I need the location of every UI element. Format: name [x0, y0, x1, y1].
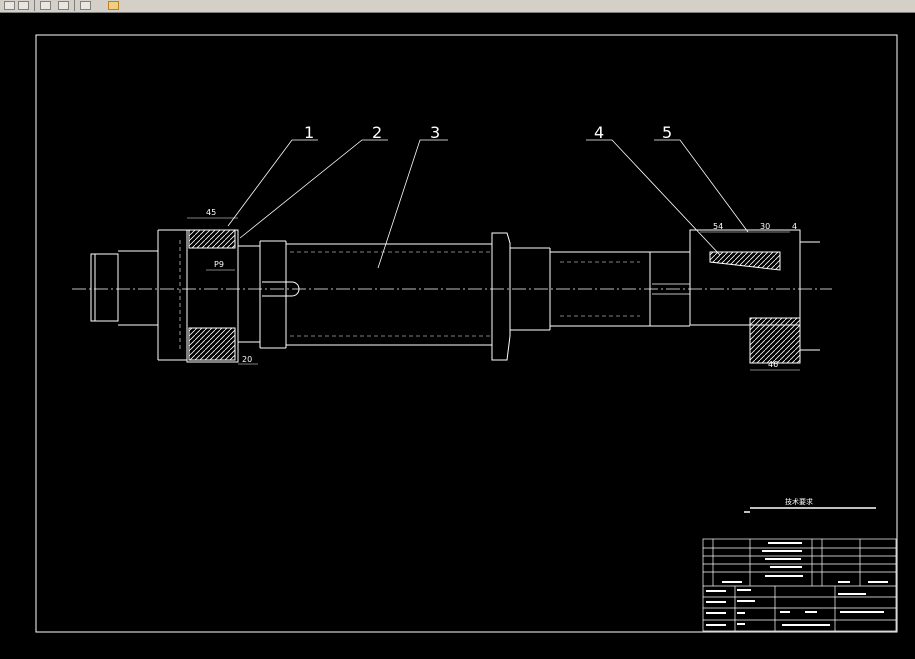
drawing-frame	[35, 34, 898, 633]
toolbar-separator	[74, 0, 75, 11]
balloon-4: 4	[594, 123, 604, 142]
right-key-slot	[652, 283, 691, 295]
nut-section-bottom	[188, 327, 236, 361]
balloon-5: 5	[662, 123, 672, 142]
match-properties-icon[interactable]	[108, 1, 119, 10]
copy-icon[interactable]	[4, 1, 15, 10]
dim-p9: P9	[214, 260, 224, 269]
end-cap-section-top	[709, 251, 781, 271]
dim-20: 20	[242, 355, 252, 364]
paste-icon[interactable]	[18, 1, 29, 10]
dim-45: 45	[206, 208, 216, 217]
pan-icon[interactable]	[80, 1, 91, 10]
tech-requirements-title: 技术要求	[785, 497, 813, 506]
dim-54: 54	[713, 222, 723, 231]
key-slot	[262, 281, 300, 297]
drawing-svg: 1 2 3 4 5 45 20 P9 54 30 4 46 技术要求	[35, 34, 898, 633]
dimension-lines	[187, 217, 800, 371]
dim-30: 30	[760, 222, 770, 231]
nut-section-top	[188, 229, 236, 249]
balloon-3: 3	[430, 123, 440, 142]
leader-lines	[227, 139, 749, 269]
dim-4: 4	[792, 222, 797, 231]
title-block-text-blocks	[706, 542, 888, 626]
end-cap-section-bottom	[749, 317, 801, 364]
balloon-1: 1	[304, 123, 314, 142]
drawing-canvas[interactable]: 1 2 3 4 5 45 20 P9 54 30 4 46 技术要求	[0, 12, 915, 655]
toolbar	[0, 0, 915, 13]
title-block	[702, 538, 897, 632]
toolbar-separator	[34, 0, 35, 11]
shaft-outline	[90, 229, 820, 363]
balloon-2: 2	[372, 123, 382, 142]
hidden-lines	[179, 240, 640, 352]
redo-icon[interactable]	[58, 1, 69, 10]
dim-46: 46	[768, 360, 778, 369]
undo-icon[interactable]	[40, 1, 51, 10]
